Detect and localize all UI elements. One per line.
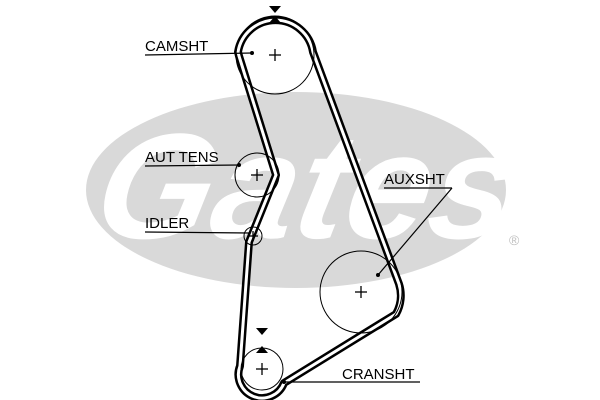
plus-icon (256, 363, 268, 375)
triangle-icon (269, 6, 281, 23)
tensioner-label-text: AUT TENS (145, 149, 219, 166)
logo-wordmark: Gates (82, 104, 534, 271)
plus-icon (355, 286, 367, 298)
camshaft-pulley (235, 6, 315, 95)
camshaft-label-text: CAMSHT (145, 38, 208, 55)
auxiliary-pulley-circle (319, 250, 403, 334)
label-camshaft: CAMSHT (144, 38, 253, 56)
gates-logo-watermark: Gates ® (82, 92, 534, 288)
registered-mark: ® (509, 232, 520, 248)
tensioner-pulley-circle (234, 152, 280, 198)
crankshaft-pulley (240, 328, 286, 391)
plus-icon (269, 49, 281, 61)
plus-icon (251, 169, 263, 181)
idler-pulley (243, 226, 263, 246)
logo-oval (86, 92, 506, 288)
label-idler: IDLER (144, 215, 250, 234)
label-auxiliary: AUXSHT (377, 171, 453, 276)
idler-pulley-circle (243, 226, 263, 246)
label-crankshaft: CRANSHT (284, 366, 420, 383)
triangle-icon (256, 328, 268, 353)
idler-label-text: IDLER (145, 215, 189, 232)
label-tensioner: AUT TENS (144, 149, 240, 167)
tensioner-pulley (234, 152, 280, 198)
crankshaft-label-text: CRANSHT (342, 366, 415, 383)
auxiliary-label-text: AUXSHT (384, 171, 445, 188)
plus-icon (248, 231, 258, 241)
belt-inner-line (236, 18, 403, 400)
timing-belt (234, 16, 405, 400)
